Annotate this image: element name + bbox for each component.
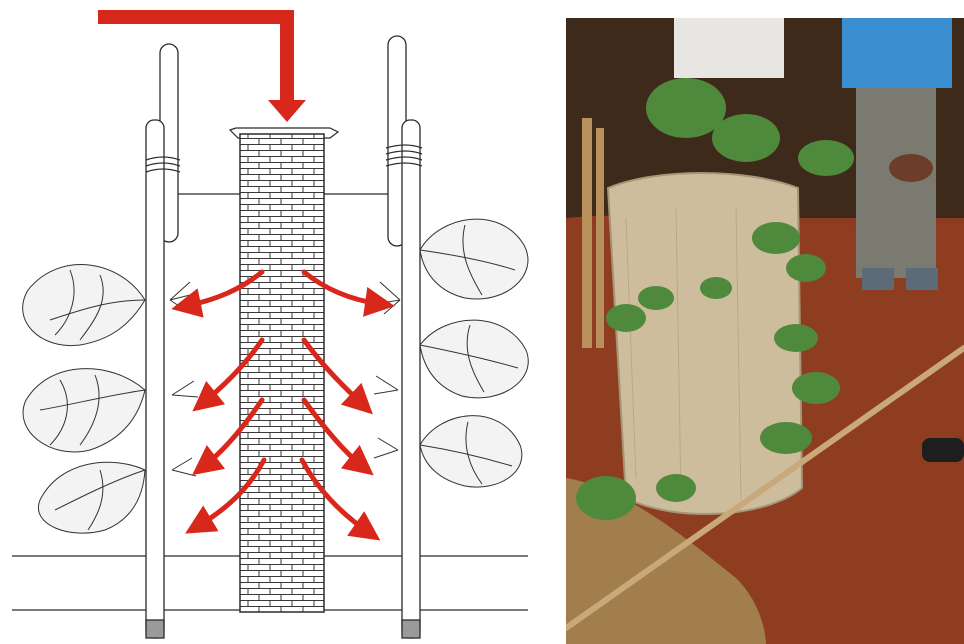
water-input-arrow: [98, 10, 306, 122]
plants-right: [374, 219, 528, 487]
stone-column: [230, 128, 338, 612]
plants-left: [23, 265, 198, 534]
sack-garden-diagram: [0, 0, 560, 644]
sack-garden-photo: [566, 18, 964, 644]
